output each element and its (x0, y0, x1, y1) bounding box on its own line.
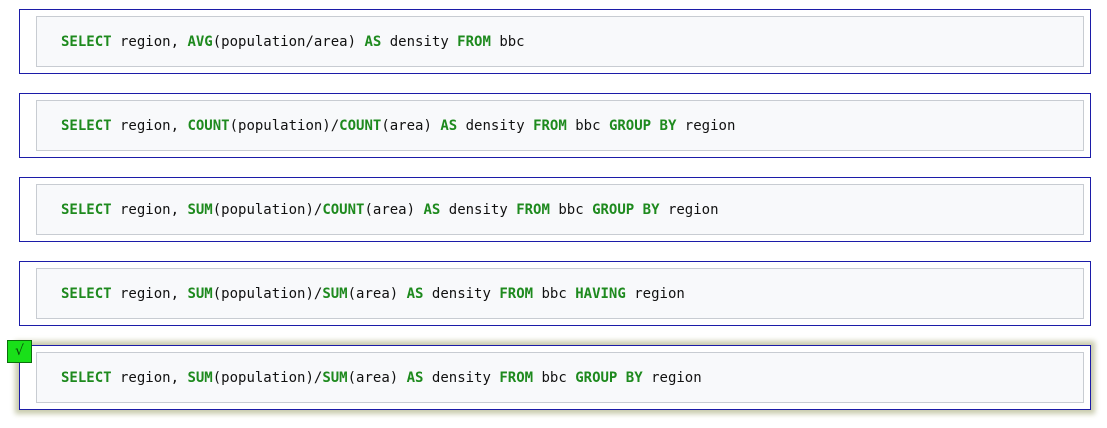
sql-keyword: AVG (187, 34, 213, 50)
sql-text: region, (111, 370, 188, 386)
sql-keyword: COUNT (187, 118, 230, 134)
sql-keyword: GROUP BY (608, 118, 677, 134)
answer-option-4[interactable]: SELECT region, SUM(population)/SUM(area)… (19, 261, 1091, 326)
answer-option-5-selected[interactable]: SELECT region, SUM(population)/SUM(area)… (19, 345, 1091, 410)
sql-text: (population/area) (212, 34, 365, 50)
sql-keyword: SUM (187, 202, 213, 218)
sql-text: density (423, 286, 500, 302)
sql-text: (area) (347, 286, 407, 302)
sql-text: (population)/ (212, 202, 323, 218)
sql-keyword: AS (364, 34, 382, 50)
sql-text: region, (111, 202, 188, 218)
sql-keyword: AS (406, 286, 424, 302)
sql-text: bbc (533, 370, 576, 386)
answer-option-1[interactable]: SELECT region, AVG(population/area) AS d… (19, 9, 1091, 74)
sql-text: (population)/ (212, 286, 323, 302)
sql-code-4: SELECT region, SUM(population)/SUM(area)… (36, 268, 1084, 319)
sql-keyword: FROM (516, 202, 550, 218)
sql-keyword: SUM (322, 370, 348, 386)
sql-keyword: SELECT (61, 118, 112, 134)
sql-text: (area) (347, 370, 407, 386)
sql-keyword: FROM (499, 286, 534, 302)
sql-text: density (440, 202, 517, 218)
sql-code-1: SELECT region, AVG(population/area) AS d… (36, 16, 1084, 67)
sql-keyword: FROM (499, 370, 534, 386)
sql-code-2: SELECT region, COUNT(population)/COUNT(a… (36, 100, 1084, 151)
sql-text: (population)/ (229, 118, 340, 134)
sql-text: region, (111, 34, 188, 50)
sql-text: bbc (490, 34, 525, 50)
sql-text: region (659, 202, 719, 218)
sql-keyword: FROM (533, 118, 567, 134)
sql-keyword: AS (406, 370, 424, 386)
sql-keyword: AS (423, 202, 441, 218)
sql-keyword: SUM (187, 370, 213, 386)
sql-keyword: GROUP BY (592, 202, 660, 218)
checkmark-icon: √ (7, 340, 32, 363)
answer-option-2[interactable]: SELECT region, COUNT(population)/COUNT(a… (19, 93, 1091, 158)
sql-keyword: FROM (457, 34, 491, 50)
sql-text: density (381, 34, 458, 50)
sql-text: region (642, 370, 702, 386)
sql-text: (population)/ (212, 370, 323, 386)
sql-text: bbc (566, 118, 609, 134)
sql-text: density (457, 118, 534, 134)
sql-keyword: SELECT (61, 202, 112, 218)
sql-text: (area) (364, 202, 424, 218)
sql-keyword: GROUP BY (575, 370, 643, 386)
sql-keyword: SELECT (61, 34, 112, 50)
sql-keyword: AS (440, 118, 458, 134)
sql-text: bbc (533, 286, 576, 302)
sql-keyword: COUNT (322, 202, 365, 218)
sql-keyword: SUM (322, 286, 348, 302)
answer-option-3[interactable]: SELECT region, SUM(population)/COUNT(are… (19, 177, 1091, 242)
sql-keyword: SUM (187, 286, 213, 302)
sql-text: region (625, 286, 685, 302)
sql-keyword: SELECT (61, 286, 112, 302)
sql-code-3: SELECT region, SUM(population)/COUNT(are… (36, 184, 1084, 235)
sql-text: density (423, 370, 500, 386)
sql-text: region, (111, 118, 188, 134)
sql-text: (area) (381, 118, 441, 134)
sql-keyword: COUNT (339, 118, 382, 134)
sql-text: region (676, 118, 736, 134)
sql-code-5: SELECT region, SUM(population)/SUM(area)… (36, 352, 1084, 403)
sql-keyword: HAVING (575, 286, 626, 302)
sql-text: bbc (549, 202, 593, 218)
sql-text: region, (111, 286, 188, 302)
sql-keyword: SELECT (61, 370, 112, 386)
